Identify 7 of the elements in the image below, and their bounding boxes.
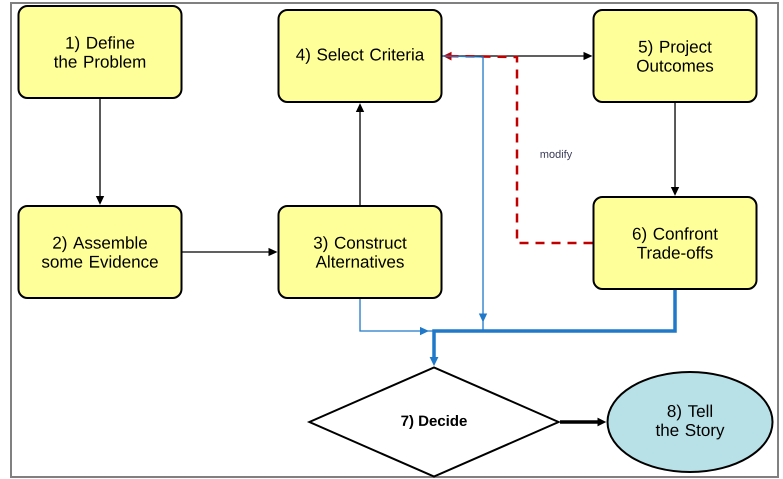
process-box: 4) Select Criteria (278, 9, 442, 103)
process-box: 1) Define the Problem (18, 5, 182, 99)
process-box: 2) Assemble some Evidence (18, 205, 182, 299)
process-box: 3) Construct Alternatives (278, 205, 442, 299)
process-box: 5) Project Outcomes (592, 9, 758, 103)
process-box: 6) Confront Trade-offs (592, 196, 758, 290)
edge-label: modify (538, 148, 574, 162)
